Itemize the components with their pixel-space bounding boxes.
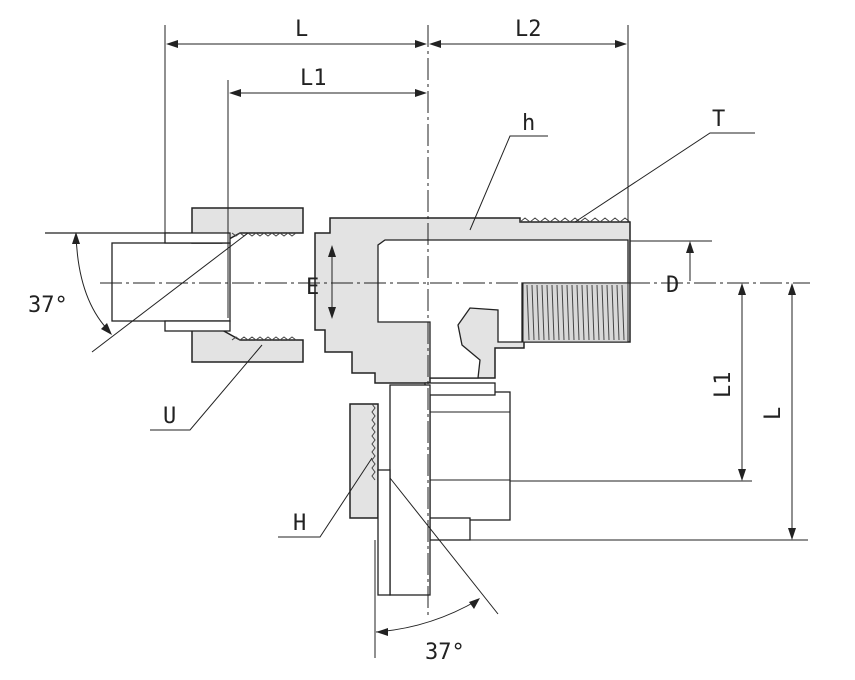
thread-line: [556, 284, 560, 341]
thread-line: [616, 284, 620, 341]
dimension-lines-right: [470, 240, 808, 541]
thread-line: [591, 284, 595, 341]
left-tube: [45, 232, 231, 322]
thread-line: [561, 284, 565, 341]
right-female-thread: [522, 282, 629, 343]
thread-line: [541, 284, 545, 341]
left-nut: [164, 207, 304, 363]
thread-line: [531, 284, 535, 341]
thread-line: [576, 284, 580, 341]
dim-L-side: L: [761, 407, 786, 420]
callout-leaders: [150, 132, 755, 538]
angle-bottom: [374, 477, 499, 658]
thread-line: [621, 284, 625, 341]
dim-E-lines: [328, 245, 336, 319]
top-thread: [519, 217, 631, 223]
angle-left-label: 37°: [28, 293, 68, 318]
thread-line: [586, 284, 590, 341]
callout-U: U: [163, 404, 176, 429]
thread-line: [536, 284, 540, 341]
thread-line: [571, 284, 575, 341]
thread-line: [551, 284, 555, 341]
dim-E: E: [306, 275, 319, 300]
thread-line: [526, 284, 530, 341]
thread-line: [566, 284, 570, 341]
dim-L1-top: L1: [300, 66, 327, 91]
callout-T: T: [712, 107, 725, 132]
callout-h: h: [522, 111, 535, 136]
dim-D: D: [666, 273, 679, 298]
thread-line: [581, 284, 585, 341]
bottom-tube: [377, 384, 431, 596]
dim-L2-top: L2: [515, 17, 542, 42]
thread-line: [606, 284, 610, 341]
thread-line: [546, 284, 550, 341]
angle-bottom-label: 37°: [425, 640, 465, 665]
thread-line: [611, 284, 615, 341]
thread-line: [596, 284, 600, 341]
dimension-lines-top: [164, 25, 629, 318]
dim-L1-side: L1: [711, 372, 736, 399]
bottom-nut: [349, 382, 511, 541]
callout-H: H: [293, 511, 306, 536]
dim-L-top: L: [295, 17, 308, 42]
angle-left: [72, 232, 249, 353]
thread-line: [601, 284, 605, 341]
